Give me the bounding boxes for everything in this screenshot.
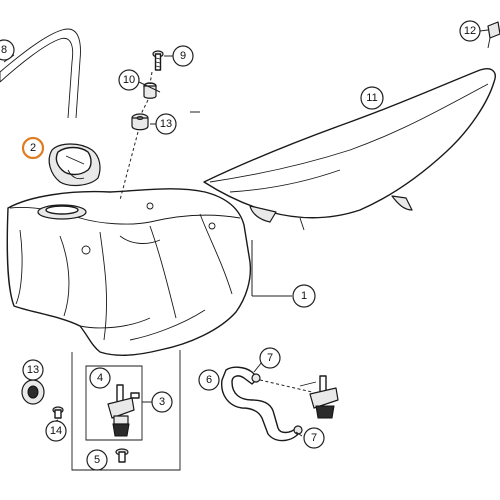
callout-6: 6 — [198, 369, 220, 391]
svg-text:7: 7 — [267, 352, 273, 364]
svg-text:4: 4 — [97, 372, 103, 384]
leader-7b — [295, 431, 303, 437]
svg-text:5: 5 — [94, 454, 100, 466]
group-bracket — [71, 350, 181, 471]
small-bolt — [52, 406, 64, 419]
svg-text:10: 10 — [123, 74, 135, 86]
callout-7a: 7 — [259, 347, 281, 369]
callout-11: 11 — [360, 86, 384, 110]
callout-5: 5 — [86, 449, 108, 471]
svg-text:1: 1 — [301, 290, 307, 302]
callout-3: 3 — [151, 391, 173, 413]
svg-text:3: 3 — [159, 396, 165, 408]
fuel-cap — [48, 143, 101, 187]
svg-text:2: 2 — [30, 142, 36, 154]
svg-text:7: 7 — [311, 432, 317, 444]
svg-text:8: 8 — [1, 44, 7, 56]
svg-text:14: 14 — [50, 425, 62, 437]
callout-8: 8 — [0, 39, 15, 61]
breather-hose — [0, 28, 81, 119]
fuel-tap — [107, 384, 140, 437]
tap-screw — [115, 448, 129, 463]
callout-13b: 13 — [22, 359, 44, 381]
svg-text:13: 13 — [27, 364, 39, 376]
svg-text:11: 11 — [366, 92, 377, 104]
svg-text:9: 9 — [180, 50, 186, 62]
svg-text:6: 6 — [206, 374, 212, 386]
callout-14: 14 — [45, 420, 67, 442]
fuel-tap-right — [299, 375, 339, 419]
fuel-tank — [6, 188, 252, 357]
fuel-hose — [221, 366, 303, 442]
seat-screw — [487, 21, 500, 49]
leader-12 — [479, 29, 489, 32]
callout-10: 10 — [118, 69, 140, 91]
screw — [152, 50, 164, 71]
callout-2: 2 — [21, 136, 45, 160]
callout-7b: 7 — [303, 427, 325, 449]
callout-4: 4 — [89, 367, 111, 389]
callout-12: 12 — [459, 20, 481, 42]
rubber-grommet-upper — [131, 113, 149, 131]
assembly-line-screw — [119, 71, 153, 201]
callout-1: 1 — [292, 284, 316, 308]
assembly-line-hose — [259, 379, 313, 393]
seat — [203, 68, 496, 231]
svg-text:12: 12 — [464, 25, 476, 37]
rubber-grommet-lower — [21, 379, 45, 405]
leader-10 — [138, 81, 161, 93]
svg-text:13: 13 — [160, 118, 172, 130]
leader-14 — [55, 419, 59, 422]
callout-9: 9 — [172, 45, 194, 67]
leader-7a — [253, 361, 263, 373]
subgroup-box — [85, 365, 143, 441]
callout-13a: 13 — [155, 113, 177, 135]
